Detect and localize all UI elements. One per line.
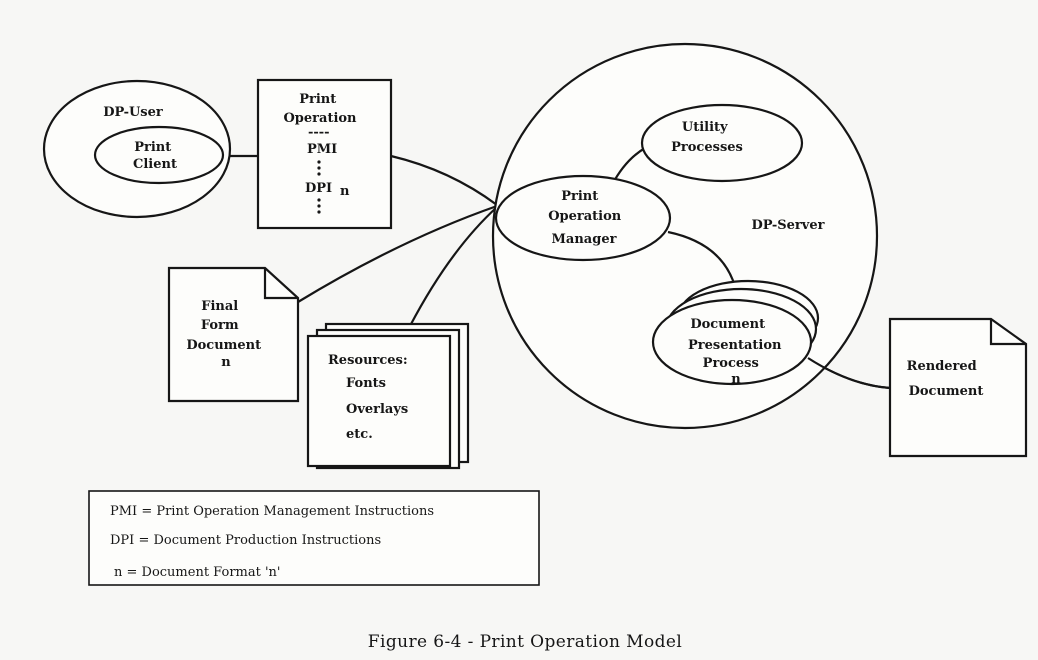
print-operation-title: Print Operation [283,92,357,126]
connector-resources-to-manager [409,206,498,327]
print-client-ellipse [93,125,225,185]
pmi-label: PMI [307,142,337,157]
print-operation-manager-ellipse [494,174,672,262]
figure-caption: Figure 6-4 - Print Operation Model [368,632,682,652]
connector-print-operation-to-manager [390,154,498,206]
resources-label: Resources: Fonts Overlays etc. [328,353,413,442]
print-operation-manager-label: Print Operation Manager [548,189,626,247]
legend-pmi: PMI = Print Operation Management Instruc… [110,504,434,519]
utility-processes-label: Utility Processes [671,120,743,155]
vertical-ellipsis-icon [317,198,321,214]
legend-box [88,490,540,586]
print-operation-box [256,78,393,230]
legend-n: n = Document Format 'n' [114,565,281,580]
print-client-label: Print Client [133,140,177,172]
resources-stack [306,322,470,470]
connector-presentation-exit [807,357,891,390]
rendered-document-label: Rendered Document [907,359,984,399]
connector-final-form-to-manager [297,204,498,303]
dpi-n-label: n [340,184,350,199]
final-form-document-label: Final Form Document n [186,299,265,370]
document-presentation-process-stack [651,279,820,386]
legend-dpi: DPI = Document Production Instructions [110,533,381,548]
dp-user-label: DP-User [103,105,163,120]
document-presentation-process-label: Document Presentation Process n [688,317,786,387]
print-operation-separator: ---- [308,125,330,140]
dp-server-label: DP-Server [752,218,825,233]
vertical-ellipsis-icon [317,160,321,176]
final-form-document-page [167,266,300,403]
rendered-document-page [888,317,1028,458]
dpi-label: DPI [305,181,332,196]
utility-processes-ellipse [640,103,804,183]
